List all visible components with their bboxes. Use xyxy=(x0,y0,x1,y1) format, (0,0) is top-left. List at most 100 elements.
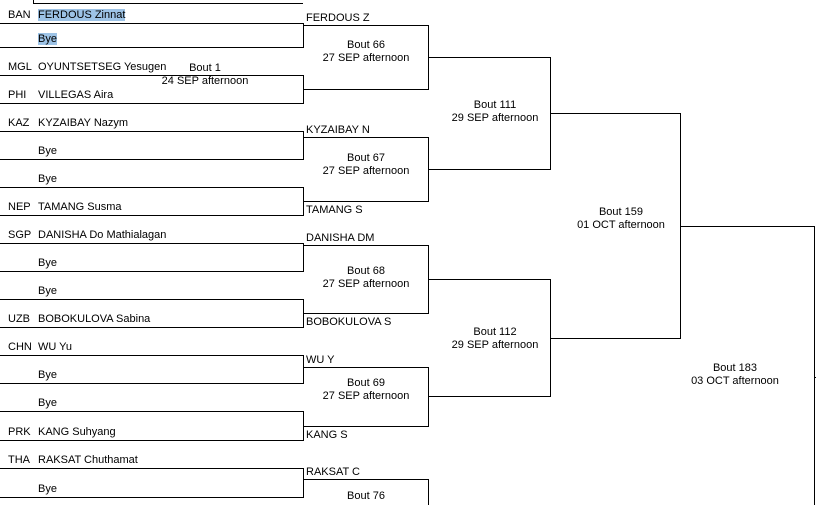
bracket-line xyxy=(0,187,303,188)
bracket-line xyxy=(550,113,680,114)
bout-1: Bout 1 24 SEP afternoon xyxy=(145,62,265,88)
athlete-name: BOBOKULOVA S xyxy=(306,316,392,328)
bracket-line xyxy=(0,47,303,48)
bracket-line xyxy=(0,327,303,328)
athlete-name: FERDOUS Zinnat xyxy=(38,8,126,22)
athlete-name: OYUNTSETSEG Yesugen xyxy=(38,61,167,73)
bracket-line xyxy=(0,243,303,244)
bracket-line xyxy=(428,137,429,202)
bracket-line xyxy=(680,226,814,227)
bout-number: Bout 67 xyxy=(347,152,385,164)
bout-number: Bout 1 xyxy=(189,62,221,74)
bout-session: 27 SEP afternoon xyxy=(322,278,410,290)
bout-183: Bout 183 03 OCT afternoon xyxy=(675,362,795,388)
athlete-name: WU Yu xyxy=(38,341,73,353)
bout-111: Bout 111 29 SEP afternoon xyxy=(435,99,555,125)
bout-159: Bout 159 01 OCT afternoon xyxy=(561,206,681,232)
bracket-line xyxy=(0,159,303,160)
country-code: PRK xyxy=(8,426,31,438)
bracket-line xyxy=(428,245,429,314)
bracket-line xyxy=(550,338,680,339)
bracket-line xyxy=(0,497,303,498)
bracket-line xyxy=(303,25,428,26)
country-code: NEP xyxy=(8,201,31,213)
bout-68: Bout 68 27 SEP afternoon xyxy=(306,265,426,291)
country-code: PHI xyxy=(8,89,27,101)
bracket-line xyxy=(0,299,303,300)
bout-session: 27 SEP afternoon xyxy=(322,52,410,64)
bracket-line xyxy=(303,355,304,384)
bye-slot: Bye xyxy=(38,285,57,297)
country-code: KAZ xyxy=(8,117,30,129)
athlete-name: RAKSAT C xyxy=(306,466,360,478)
athlete-name: KANG Suhyang xyxy=(38,426,116,438)
country-code: UZB xyxy=(8,313,30,325)
bracket-line xyxy=(303,468,304,498)
bracket-line xyxy=(550,279,551,397)
bracket-line xyxy=(303,23,304,48)
bracket-line xyxy=(428,57,550,58)
bracket-line xyxy=(303,187,304,216)
athlete-name: DANISHA Do Mathialagan xyxy=(38,229,167,241)
athlete-name: FERDOUS Z xyxy=(306,12,370,24)
athlete-name: KYZAIBAY Nazym xyxy=(38,117,129,129)
bracket-line xyxy=(550,57,551,170)
bout-number: Bout 111 xyxy=(473,99,517,111)
country-code: CHN xyxy=(8,341,32,353)
country-code: SGP xyxy=(8,229,32,241)
bracket-line xyxy=(303,75,304,104)
bracket-line xyxy=(0,215,303,216)
bout-number: Bout 69 xyxy=(347,377,385,389)
athlete-name: DANISHA DM xyxy=(306,232,375,244)
bracket-line xyxy=(0,23,303,24)
bye-slot: Bye xyxy=(38,173,57,185)
bracket-line xyxy=(0,75,303,76)
bout-session: 03 OCT afternoon xyxy=(691,375,779,387)
bout-number: Bout 159 xyxy=(598,206,644,218)
bout-session: 01 OCT afternoon xyxy=(577,219,665,231)
athlete-name: TAMANG S xyxy=(306,204,363,216)
bout-session: 29 SEP afternoon xyxy=(451,112,539,124)
athlete-name: VILLEGAS Aira xyxy=(38,89,114,101)
bout-number: Bout 183 xyxy=(712,362,758,374)
bout-69: Bout 69 27 SEP afternoon xyxy=(306,377,426,403)
bye-slot: Bye xyxy=(38,257,57,269)
bracket-line xyxy=(303,245,428,246)
athlete-name: TAMANG Susma xyxy=(38,201,122,213)
bracket-line xyxy=(428,279,550,280)
bracket-line xyxy=(680,113,681,339)
bracket-line xyxy=(0,468,303,469)
bracket-line xyxy=(303,89,428,90)
bracket-line xyxy=(303,479,428,480)
bracket-line xyxy=(33,3,303,4)
athlete-name: BOBOKULOVA Sabina xyxy=(38,313,151,325)
bracket-line xyxy=(0,103,303,104)
bout-session: 27 SEP afternoon xyxy=(322,390,410,402)
bracket-line xyxy=(303,131,304,160)
bracket-line xyxy=(428,25,429,90)
bracket-line xyxy=(303,299,304,328)
bye-slot: Bye xyxy=(38,32,57,46)
bye-slot: Bye xyxy=(38,145,57,157)
bout-number: Bout 68 xyxy=(347,265,385,277)
bracket-line xyxy=(814,226,815,505)
bout-number: Bout 112 xyxy=(473,326,517,338)
bout-66: Bout 66 27 SEP afternoon xyxy=(306,39,426,65)
selected-text: FERDOUS Zinnat xyxy=(38,9,126,21)
bracket-line xyxy=(303,137,428,138)
bout-76: Bout 76 xyxy=(306,490,426,503)
country-code: BAN xyxy=(8,9,31,21)
bout-67: Bout 67 27 SEP afternoon xyxy=(306,152,426,178)
selected-text: Bye xyxy=(38,33,57,45)
athlete-name: RAKSAT Chuthamat xyxy=(38,454,138,466)
bye-slot: Bye xyxy=(38,483,57,495)
bout-session: 29 SEP afternoon xyxy=(451,339,539,351)
bracket-line xyxy=(428,479,429,505)
bracket-line xyxy=(303,411,304,441)
bracket-line xyxy=(0,411,303,412)
bracket-line xyxy=(0,383,303,384)
bracket-line xyxy=(0,355,303,356)
athlete-name: KANG S xyxy=(306,429,348,441)
bracket-line xyxy=(428,396,550,397)
